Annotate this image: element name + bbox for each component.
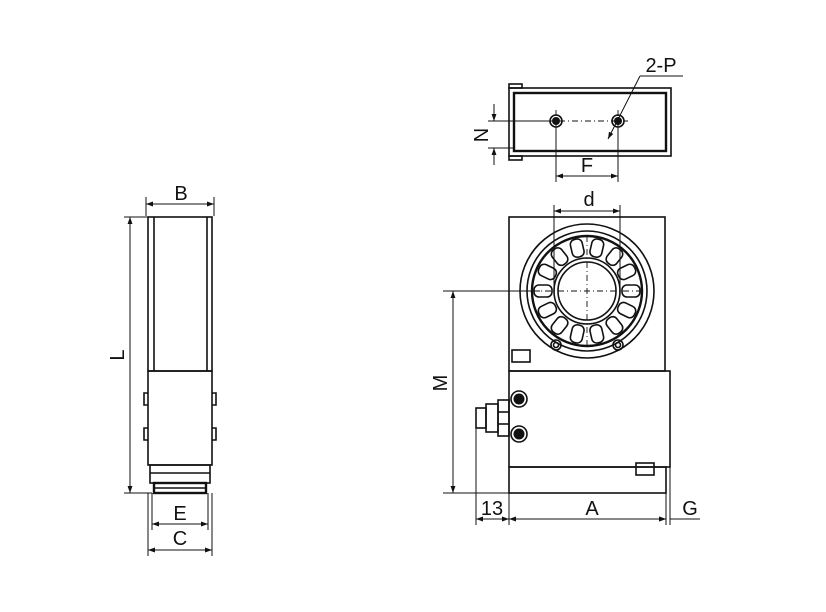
dim-label-F: F — [581, 155, 593, 177]
bearing-roller — [589, 238, 605, 259]
bearing-roller — [537, 301, 558, 319]
dim-label-A: A — [585, 498, 599, 520]
dim-label-d: d — [583, 189, 594, 211]
bearing-rollers — [533, 238, 641, 344]
dim-label-C: C — [173, 528, 187, 550]
dim-label-G: G — [682, 498, 698, 520]
dim-label-E: E — [173, 503, 186, 525]
bearing-roller — [605, 315, 624, 335]
bearing-roller — [616, 263, 637, 281]
bearing-roller — [569, 323, 585, 344]
side-view: B L E C — [107, 183, 217, 556]
dim-label-N: N — [471, 128, 493, 142]
dim-label-L: L — [107, 349, 129, 360]
bearing-roller — [537, 263, 558, 281]
bearing-roller — [550, 315, 569, 335]
dim-label-M: M — [430, 375, 452, 392]
dim-label-2P: 2-P — [645, 55, 676, 77]
bearing-roller — [569, 238, 585, 259]
top-view: N F 2-P — [471, 55, 683, 182]
bearing-roller — [589, 323, 605, 344]
dim-label-13: 13 — [481, 498, 503, 520]
front-view: d M 13 A G — [430, 189, 700, 525]
dim-label-B: B — [174, 183, 187, 205]
bearing-roller — [616, 301, 637, 319]
